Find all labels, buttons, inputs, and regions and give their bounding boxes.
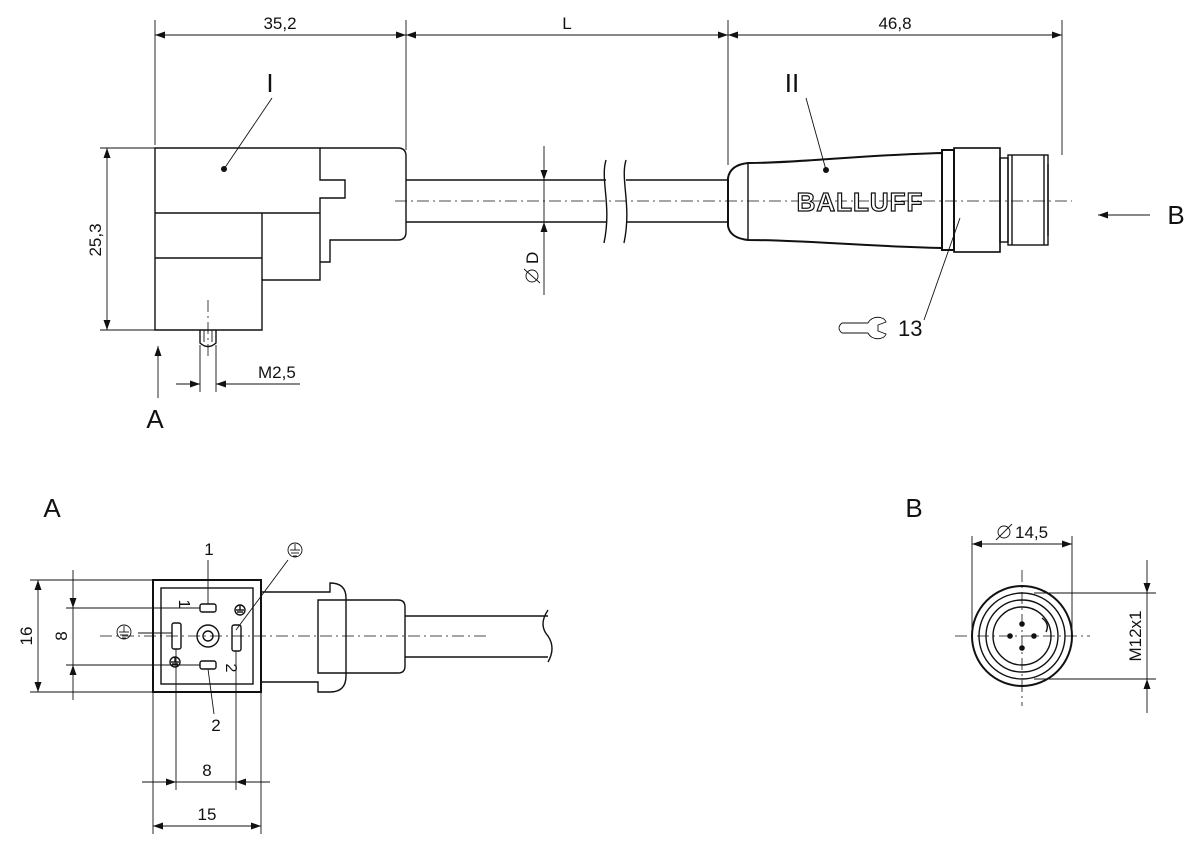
view-arrow-a: A — [146, 346, 164, 434]
pin-2 — [199, 660, 217, 670]
dim-diameter-label: D — [523, 252, 542, 264]
dimension-length: L — [406, 14, 728, 39]
view-b-dimension-thread: M12x1 — [1034, 560, 1156, 713]
pin-right — [231, 624, 242, 652]
view-b-title: B — [905, 493, 922, 523]
dim-thread-label: M2,5 — [258, 363, 296, 382]
view-b: B 14,5 — [905, 493, 1156, 713]
view-a-dim-width-outer-label: 15 — [198, 805, 217, 824]
dim-width-right-label: 46,8 — [878, 14, 911, 33]
pin-mark-1: 1 — [175, 600, 192, 609]
view-a: A 1 2 — [17, 493, 553, 834]
dimension-diameter-d: D — [523, 146, 548, 295]
view-a-connector-face: 1 2 — [100, 579, 553, 693]
part-1-label: I — [266, 68, 273, 98]
view-a-dimension-width-outer: 15 — [152, 692, 262, 834]
ground-symbol-top-icon — [287, 542, 303, 558]
part-1-callout: I — [223, 68, 274, 170]
view-a-dim-height-outer-label: 16 — [17, 627, 36, 646]
brand-logo: BALLUFF — [797, 187, 924, 217]
view-b-diameter-symbol-icon — [995, 523, 1013, 541]
ground-symbol-left-icon — [116, 624, 132, 640]
pin-1 — [199, 603, 217, 613]
contact-bottom — [1019, 645, 1025, 651]
part-2-callout: II — [785, 68, 827, 171]
wrench-callout: 13 — [838, 217, 961, 341]
pin-left — [171, 622, 182, 650]
view-b-dimension-diameter: 14,5 — [971, 523, 1073, 636]
view-a-dim-height-inner-label: 8 — [52, 631, 71, 640]
face-ground-right-icon — [234, 604, 246, 616]
dimension-width-left: 35,2 — [155, 14, 406, 39]
view-b-connector-face — [955, 570, 1090, 706]
contact-right — [1031, 633, 1037, 639]
wrench-size-label: 13 — [898, 316, 922, 341]
view-b-dim-diameter-label: 14,5 — [1015, 523, 1048, 542]
view-a-dimension-height-inner: 8 — [52, 570, 200, 700]
valve-connector-body — [154, 147, 407, 360]
view-arrow-b: B — [1098, 200, 1185, 230]
view-a-dimension-height-outer: 16 — [17, 579, 153, 693]
pin-mark-2: 2 — [222, 664, 239, 673]
part-2-label: II — [785, 68, 799, 98]
face-ground-left-icon — [169, 656, 181, 668]
dimension-height: 25,3 — [86, 147, 155, 331]
m12-connector-body: BALLUFF — [727, 147, 1049, 253]
side-view: 35,2 L 46,8 25,3 — [86, 14, 1185, 434]
wrench-icon — [838, 316, 887, 340]
view-arrow-a-label: A — [146, 404, 164, 434]
pin-label-bottom: 2 — [211, 716, 220, 735]
dimension-thread-m25: M2,5 — [176, 345, 300, 392]
contact-top — [1019, 621, 1025, 627]
dim-width-left-label: 35,2 — [263, 14, 296, 33]
view-arrow-b-label: B — [1167, 200, 1184, 230]
top-extension-lines — [154, 20, 1063, 165]
view-b-dim-thread-label: M12x1 — [1126, 610, 1145, 661]
contact-left — [1007, 633, 1013, 639]
view-a-title: A — [43, 493, 61, 523]
view-a-leaders: 1 2 — [116, 540, 303, 735]
diameter-symbol-icon — [525, 269, 539, 283]
cable — [395, 159, 1072, 244]
pin-label-top: 1 — [204, 540, 213, 559]
dim-length-label: L — [562, 14, 571, 33]
dim-height-label: 25,3 — [86, 223, 105, 256]
view-a-dim-width-inner-label: 8 — [202, 761, 211, 780]
view-a-dimension-width-inner: 8 — [142, 649, 270, 790]
dimension-width-right: 46,8 — [728, 14, 1062, 39]
